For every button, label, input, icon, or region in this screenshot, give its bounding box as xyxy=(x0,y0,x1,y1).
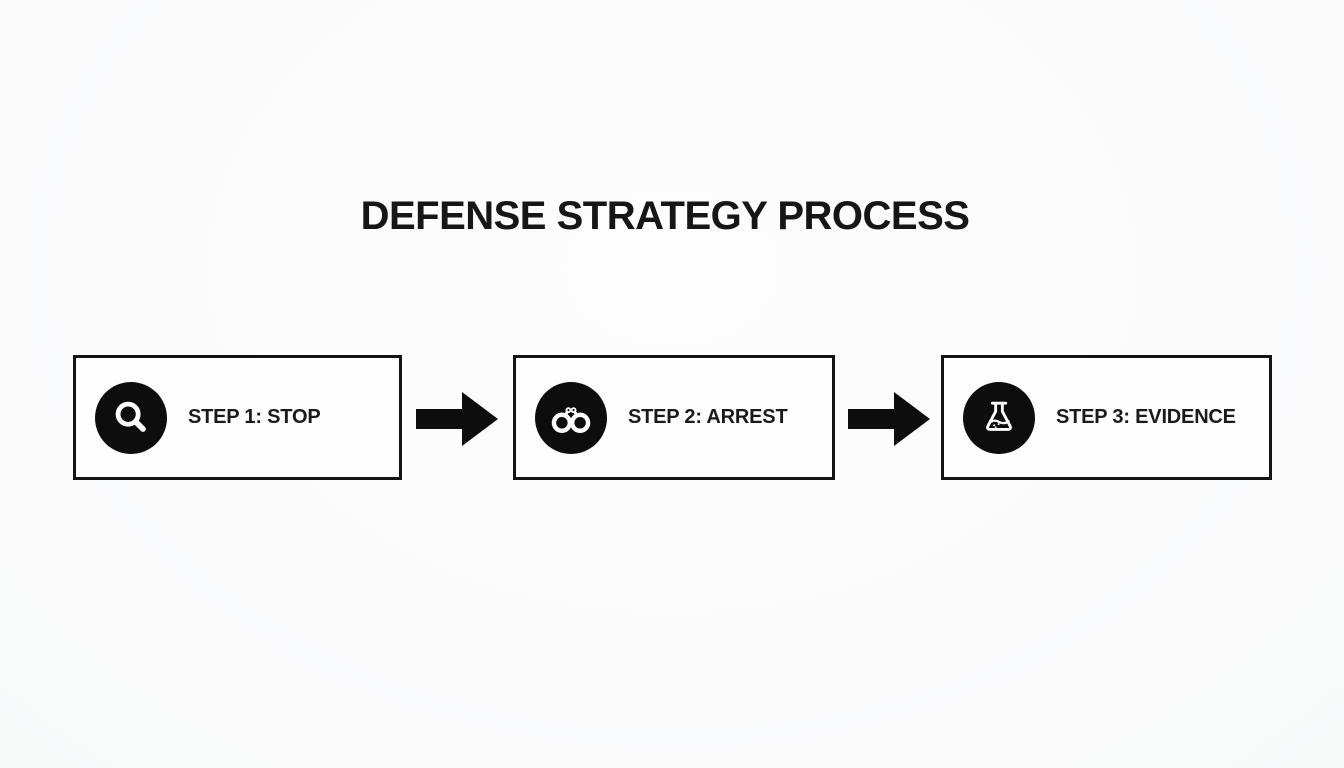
handcuffs-icon xyxy=(551,406,591,433)
arrow-right-icon xyxy=(416,392,498,446)
step-icon-badge xyxy=(95,381,167,454)
step-label: STEP 2: ARREST xyxy=(628,406,788,428)
step-box-arrest: STEP 2: ARREST xyxy=(513,355,835,480)
step-label: STEP 3: EVIDENCE xyxy=(1056,406,1236,428)
step-box-evidence: STEP 3: EVIDENCE xyxy=(941,355,1272,480)
step-label: STEP 1: STOP xyxy=(188,406,321,428)
magnifier-icon xyxy=(115,401,146,432)
flask-icon xyxy=(986,401,1012,431)
step-icon-badge xyxy=(535,381,607,454)
step-icon-badge xyxy=(963,381,1035,454)
arrow-right-icon xyxy=(848,392,930,446)
step-box-stop: STEP 1: STOP xyxy=(73,355,402,480)
page-title: DEFENSE STRATEGY PROCESS xyxy=(360,194,970,238)
